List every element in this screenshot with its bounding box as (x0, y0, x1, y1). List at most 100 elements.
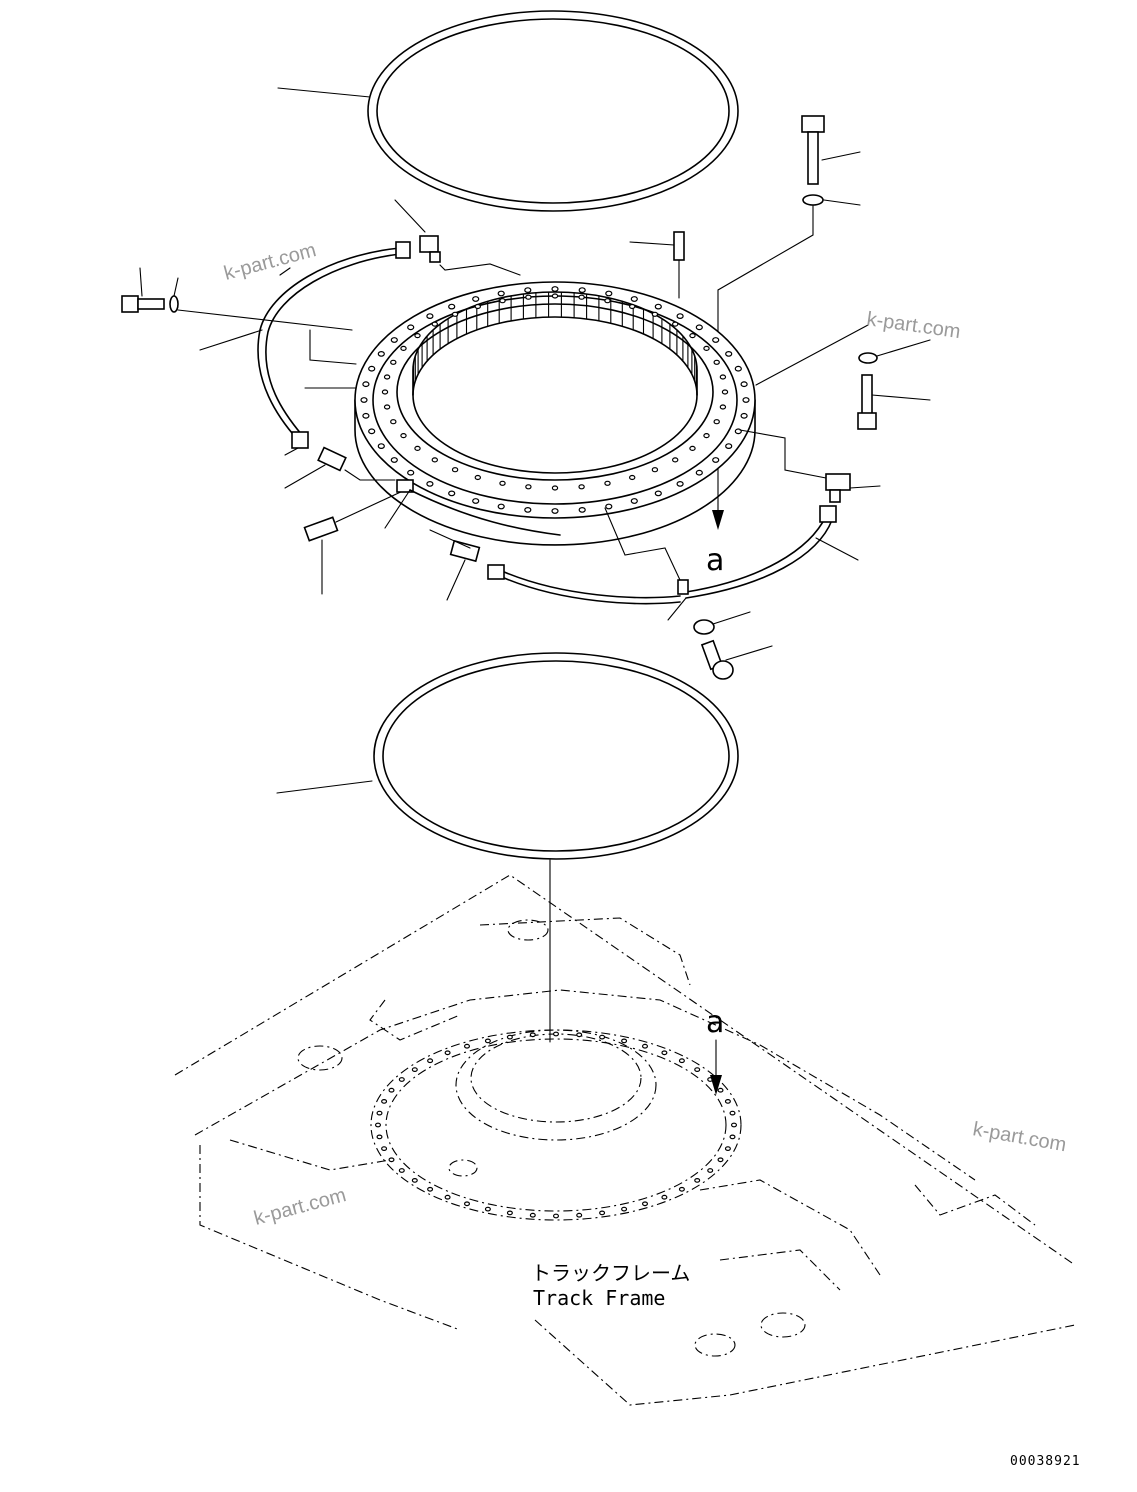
washer (858, 352, 878, 364)
frame-bolt-hole (506, 1210, 513, 1216)
pin (673, 231, 685, 261)
bolt-hole (499, 480, 506, 486)
frame-bolt-hole (724, 1098, 731, 1104)
bolt-hole (474, 303, 481, 310)
bolt-hole (713, 419, 720, 425)
bolt-hole (448, 490, 456, 497)
bolt-hole (362, 412, 370, 419)
frame-bolt-hole (599, 1210, 606, 1216)
bolt-hole (740, 412, 748, 419)
frame-bolt-hole (381, 1146, 388, 1151)
bolt-hole (499, 298, 506, 304)
bolt-hole (630, 498, 638, 504)
bolt-hole (551, 286, 559, 292)
bolt-hole (629, 303, 636, 310)
frame-bolt-hole (444, 1194, 451, 1200)
frame-bolt-hole (707, 1168, 714, 1173)
side-bolt (857, 374, 877, 430)
grease-hose-upper-left (257, 241, 411, 449)
grease-fitting-2 (303, 516, 339, 542)
bolt-hole (654, 490, 662, 497)
bolt-hole (689, 445, 696, 451)
frame-bolt-hole (506, 1034, 513, 1040)
frame-bolt-hole (661, 1050, 668, 1056)
left-bolt (121, 295, 179, 313)
frame-bolt-hole (621, 1206, 628, 1212)
frame-bolt-hole (678, 1058, 685, 1064)
bolt-hole (524, 287, 532, 294)
frame-bolt-hole (381, 1098, 388, 1104)
bolt-hole (390, 457, 398, 463)
bolt-hole (448, 303, 456, 310)
bolt-hole (651, 467, 659, 473)
bolt-hole (676, 313, 684, 320)
frame-bolt-hole (576, 1212, 583, 1218)
bolt-hole (734, 365, 742, 372)
bolt-hole (377, 443, 385, 450)
bolt-hole (672, 321, 679, 327)
frame-bolt-hole (388, 1157, 395, 1163)
view-marker-a-lower: a (706, 1005, 724, 1040)
bolt-hole (695, 324, 703, 331)
lower-bolt (700, 639, 734, 680)
bolt-hole (451, 467, 459, 473)
frame-bolt-hole (529, 1032, 536, 1038)
arrow-head-lower (710, 1075, 722, 1095)
bolt-hole (431, 321, 438, 327)
bolt-hole (604, 480, 611, 486)
bolt-hole (551, 485, 559, 491)
frame-bolt-hole (552, 1031, 559, 1037)
bolt-hole (431, 457, 438, 463)
track-frame-label-en: Track Frame (533, 1286, 665, 1310)
bolt-hole (740, 381, 748, 388)
watermark: k-part.com (971, 1118, 1068, 1156)
bolt-hole (629, 474, 636, 481)
bolt-hole (703, 433, 710, 439)
frame-bolt-hole (444, 1050, 451, 1056)
frame-bolt-hole (576, 1032, 583, 1038)
frame-bolt-hole (464, 1201, 471, 1207)
grease-hose-lower (409, 489, 837, 605)
bolt-hole (725, 443, 733, 450)
bolt-hole (578, 484, 585, 490)
bolt-hole (383, 374, 391, 380)
bolt-hole (383, 404, 391, 410)
bolt-hole (474, 474, 481, 481)
bolt-hole (676, 481, 684, 487)
frame-bolt-hole (678, 1186, 685, 1192)
bolt-hole (407, 469, 415, 476)
bolt-hole (400, 433, 407, 439)
frame-bolt-hole (730, 1122, 737, 1128)
frame-bolt-hole (464, 1043, 471, 1049)
watermark: k-part.com (252, 1184, 349, 1230)
frame-bolt-hole (427, 1058, 434, 1064)
fitting-block (396, 479, 414, 493)
bolt-hole (713, 359, 720, 365)
drawing-number: 00038921 (1010, 1454, 1081, 1469)
frame-bolt-hole (724, 1146, 731, 1151)
view-marker-a: a (706, 543, 724, 578)
bolt-hole (400, 345, 407, 351)
lower-seal-ring (373, 652, 739, 860)
bolt-hole (672, 457, 679, 463)
bolt-hole (630, 296, 638, 302)
frame-bolt-hole (694, 1177, 701, 1183)
bolt-hole (654, 303, 662, 310)
bolt-hole (368, 365, 376, 372)
watermark: k-part.com (865, 308, 962, 343)
bolt-hole (578, 287, 586, 294)
bolt-hole (551, 293, 559, 299)
bolt-hole (497, 503, 505, 510)
top-bolt (801, 115, 825, 206)
frame-bolt-hole (661, 1194, 668, 1200)
bolt-hole (725, 351, 733, 357)
frame-bolt-hole (398, 1168, 405, 1173)
frame-bolt-hole (621, 1038, 628, 1044)
frame-bolt-hole (694, 1067, 701, 1072)
bolt-hole (368, 428, 376, 435)
bolt-hole (719, 404, 727, 410)
bolt-holes (360, 286, 750, 514)
bolt-hole (360, 397, 368, 403)
